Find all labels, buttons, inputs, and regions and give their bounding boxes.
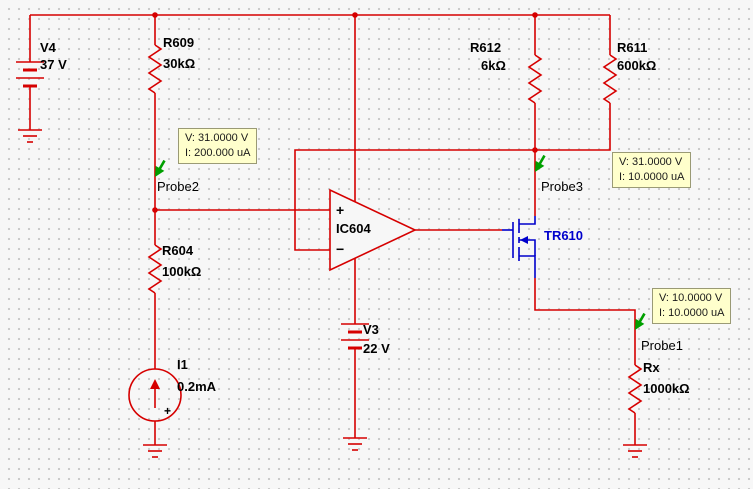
ground-v3-symbol[interactable] xyxy=(343,437,367,451)
rx-value-label[interactable]: 1000kΩ xyxy=(643,381,690,396)
probe2-current: I: 200.000 uA xyxy=(185,147,251,159)
probe1-readout: V: 10.0000 V I: 10.0000 uA xyxy=(652,288,732,324)
probe1-current: I: 10.0000 uA xyxy=(659,307,725,319)
probe3-label[interactable]: Probe3 xyxy=(541,179,583,194)
ground-i1-symbol[interactable] xyxy=(143,444,167,458)
probe2-label[interactable]: Probe2 xyxy=(157,179,199,194)
junction-dot xyxy=(532,147,538,153)
wire-r611-to-node[interactable] xyxy=(535,103,611,151)
rx-ref-label[interactable]: Rx xyxy=(643,360,660,375)
ground-v4-symbol[interactable] xyxy=(18,129,42,143)
junction-dot xyxy=(152,12,158,18)
opamp-plus-pin-marker: + xyxy=(336,202,345,218)
resistor-r612-symbol[interactable] xyxy=(527,54,543,104)
probe3-arrow-icon[interactable] xyxy=(531,153,549,174)
resistor-rx-symbol[interactable] xyxy=(627,364,643,414)
resistor-r611-symbol[interactable] xyxy=(602,54,618,104)
ground-rx-symbol[interactable] xyxy=(623,444,647,458)
current-source-i1-symbol[interactable] xyxy=(128,368,182,422)
v4-ref-label[interactable]: V4 xyxy=(40,40,56,55)
r612-ref-label[interactable]: R612 xyxy=(470,40,502,55)
resistor-r609-symbol[interactable] xyxy=(147,44,163,94)
probe2-voltage: V: 31.0000 V xyxy=(185,132,249,144)
wire-source-to-rx[interactable] xyxy=(534,278,636,365)
r611-value-label[interactable]: 600kΩ xyxy=(617,58,657,73)
probe2-arrow-icon[interactable] xyxy=(151,158,169,179)
i1-value-label[interactable]: 0.2mA xyxy=(177,379,217,394)
probe3-readout: V: 31.0000 V I: 10.0000 uA xyxy=(612,152,692,188)
r609-value-label[interactable]: 30kΩ xyxy=(163,56,196,71)
r611-ref-label[interactable]: R611 xyxy=(617,40,648,55)
probe2-readout: V: 31.0000 V I: 200.000 uA xyxy=(178,128,258,164)
i1-plus-marker: + xyxy=(164,404,172,418)
v4-value-label[interactable]: 37 V xyxy=(40,57,67,72)
v3-ref-label[interactable]: V3 xyxy=(363,322,379,337)
v3-value-label[interactable]: 22 V xyxy=(363,341,390,356)
opamp-ic604-symbol[interactable] xyxy=(329,188,417,272)
probe1-voltage: V: 10.0000 V xyxy=(659,292,723,304)
wire-feedback[interactable] xyxy=(294,149,535,251)
r604-ref-label[interactable]: R604 xyxy=(162,243,194,258)
ic604-ref-label[interactable]: IC604 xyxy=(336,221,371,236)
opamp-minus-pin-marker: − xyxy=(336,241,345,257)
probe1-arrow-icon[interactable] xyxy=(631,311,649,332)
i1-ref-label[interactable]: I1 xyxy=(177,357,188,372)
probe3-current: I: 10.0000 uA xyxy=(619,171,685,183)
r609-ref-label[interactable]: R609 xyxy=(163,35,195,50)
r612-value-label[interactable]: 6kΩ xyxy=(481,58,506,73)
probe1-label[interactable]: Probe1 xyxy=(641,338,683,353)
tr610-ref-label[interactable]: TR610 xyxy=(544,228,584,243)
mosfet-tr610-symbol[interactable] xyxy=(502,216,536,278)
probe3-voltage: V: 31.0000 V xyxy=(619,156,683,168)
resistor-r604-symbol[interactable] xyxy=(147,244,163,294)
junction-dot xyxy=(152,207,158,213)
r604-value-label[interactable]: 100kΩ xyxy=(162,264,202,279)
junction-dot xyxy=(532,12,538,18)
junction-dot xyxy=(352,12,358,18)
